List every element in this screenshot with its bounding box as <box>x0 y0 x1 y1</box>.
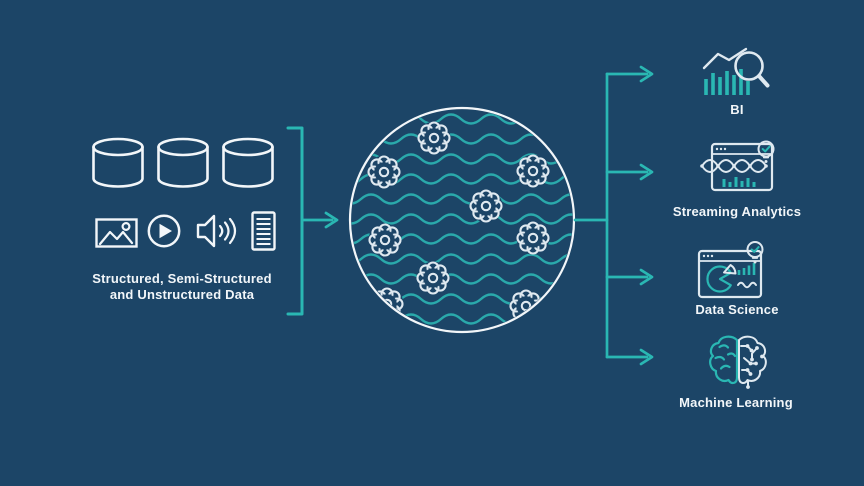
pie-chart-window-lightbulb-icon <box>697 241 764 299</box>
source-caption-line1: Structured, Semi-Structured <box>92 271 272 286</box>
source-caption: Structured, Semi-Structured and Unstruct… <box>72 271 292 303</box>
output-label-machine-learning: Machine Learning <box>679 395 793 410</box>
data-lake-circle <box>348 106 576 334</box>
image-icon <box>95 218 138 248</box>
video-play-icon <box>147 214 181 248</box>
database-icon <box>157 137 209 188</box>
stream-window-lightbulb-icon <box>700 140 775 192</box>
audio-icon <box>196 214 237 248</box>
output-label-streaming-analytics: Streaming Analytics <box>672 204 802 219</box>
database-icon <box>92 137 144 188</box>
output-label-bi: BI <box>730 102 744 117</box>
output-label-data-science: Data Science <box>695 302 779 317</box>
database-icon <box>222 137 274 188</box>
source-caption-line2: and Unstructured Data <box>109 287 255 302</box>
database-icons <box>92 137 274 188</box>
lake-waves <box>351 113 573 325</box>
document-icon <box>251 211 276 251</box>
brain-circuit-icon <box>709 335 767 389</box>
bar-chart-magnifier-icon <box>702 47 770 95</box>
outflow-arrows <box>573 65 654 366</box>
inflow-bracket-arrow <box>286 126 339 316</box>
